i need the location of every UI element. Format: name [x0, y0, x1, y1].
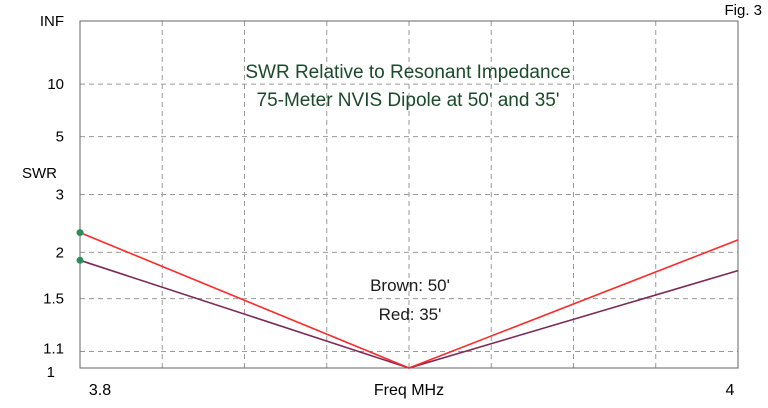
x-tick-3.8: 3.8 [89, 382, 111, 399]
series-start-marker-0 [76, 256, 84, 264]
y-tick-2: 2 [56, 244, 64, 261]
y-tick-5: 5 [56, 129, 64, 146]
chart-grid [80, 21, 738, 368]
chart-subtitle: 75-Meter NVIS Dipole at 50' and 35' [257, 90, 560, 111]
x-axis-label: Freq MHz [374, 382, 444, 399]
legend-annotation-0: Brown: 50' [370, 276, 450, 295]
y-tick-1.5: 1.5 [43, 291, 64, 308]
series-start-marker-1 [76, 229, 84, 237]
series-lines [76, 229, 739, 369]
y-tick-1.1: 1.1 [43, 340, 64, 357]
y-tick-INF: INF [40, 13, 64, 30]
y-axis-label: SWR [22, 165, 57, 182]
y-tick-labels: 1 1.1 1.5 2 3 5 10 INF [40, 13, 64, 381]
legend-annotation-1: Red: 35' [379, 305, 442, 324]
figure-label: Fig. 3 [722, 2, 764, 19]
y-tick-1: 1 [47, 364, 55, 381]
y-tick-3: 3 [56, 187, 64, 204]
y-tick-10: 10 [47, 76, 64, 93]
x-tick-4: 4 [726, 382, 735, 399]
legend-annotations: Brown: 50' Red: 35' [370, 276, 450, 324]
series-line-1 [79, 231, 739, 369]
chart-title: SWR Relative to Resonant Impedance [245, 62, 570, 83]
